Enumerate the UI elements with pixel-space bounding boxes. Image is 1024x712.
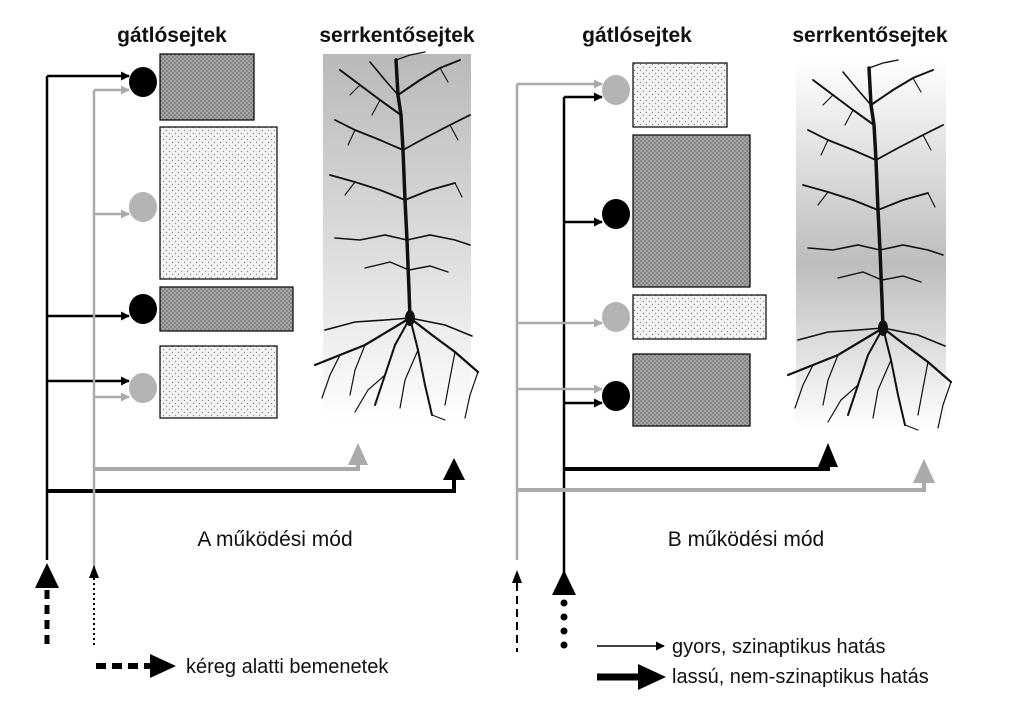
input-arrow-b-thick [552,570,576,595]
slow-pathway-b [515,79,935,560]
mode-b-label: B működési mód [668,528,824,551]
inhibitory-box-a4 [159,345,278,419]
legend-subcortical-text: kéreg alatti bemenetek [186,656,389,678]
active-cell-a3 [129,294,157,324]
active-cell-b4 [602,381,630,411]
inhibitory-box-a1 [159,53,255,121]
fast-pathway-a [45,71,465,560]
legend-slow-text: lassú, nem-szinaptikus hatás [672,666,929,688]
header-b-inhibitory: gátlósejtek [582,24,692,47]
input-arrow-a-thin [89,565,99,578]
inhibitory-box-b1 [632,62,728,128]
active-cell-a1 [129,67,157,97]
input-arrow-b-thin [512,570,522,583]
active-cell-b2 [602,199,630,229]
inactive-cell-b1 [602,75,630,105]
panel-b: gátlósejtek serrkentősejtek [512,24,953,652]
inhibitory-box-a2 [159,126,278,280]
slow-pathway-a [92,85,368,568]
inhibitory-box-b2 [632,134,751,288]
legend-slow: lassú, nem-szinaptikus hatás [597,664,929,690]
header-b-excitatory: serrkentősejtek [792,24,948,47]
header-a-inhibitory: gátlósejtek [117,24,227,47]
header-a-excitatory: serrkentősejtek [319,24,475,47]
inactive-cell-b3 [602,302,630,332]
legend-fast: gyors, szinaptikus hatás [597,636,885,658]
inactive-cell-a4 [129,373,157,403]
legend-subcortical: kéreg alatti bemenetek [96,654,389,678]
fast-pathway-b [562,92,838,575]
input-arrow-a-thick [35,563,59,588]
subcortical-input-b-dots [560,599,568,649]
inactive-cell-a2 [129,192,157,222]
pyramidal-neuron-b [786,59,953,431]
legend-fast-text: gyors, szinaptikus hatás [672,636,885,658]
mode-a-label: A működési mód [197,528,352,551]
inhibitory-box-b3 [632,294,767,340]
panel-a: gátlósejtek serrkentősejtek [35,24,480,645]
pyramidal-neuron-a [313,51,480,421]
inhibitory-box-a3 [159,286,294,332]
legend: kéreg alatti bemenetek gyors, szinaptiku… [96,636,929,690]
inhibitory-box-b4 [632,353,751,427]
